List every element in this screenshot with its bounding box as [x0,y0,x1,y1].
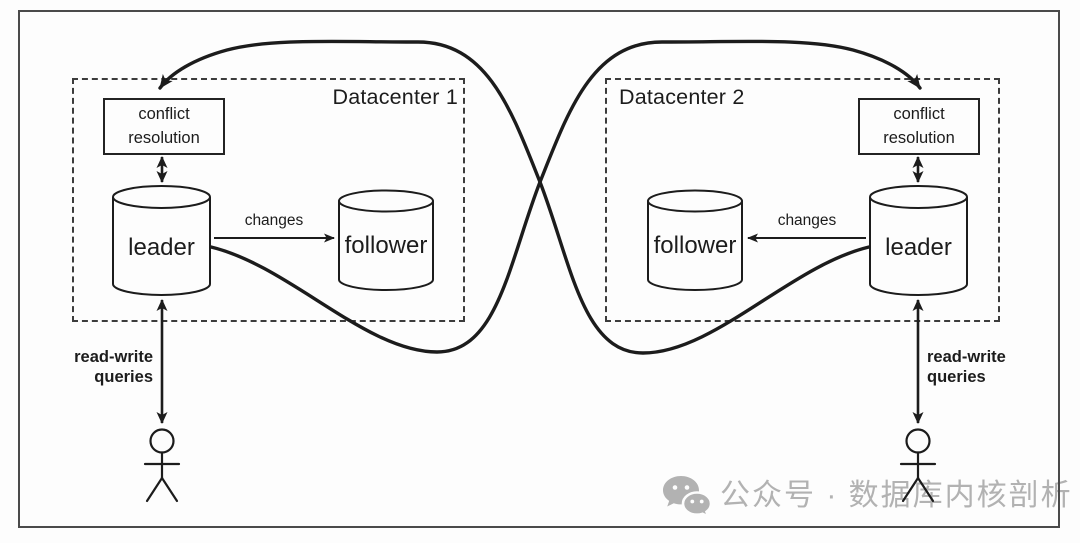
follower-label-1: follower [344,232,428,259]
datacenter2-title: Datacenter 2 [619,85,745,109]
changes-label-2: changes [777,212,837,229]
conflict-resolution-label-2: conflict resolution [883,105,955,147]
conflict-resolution-label-1: conflict resolution [128,105,200,147]
conflict-resolution-box-2: conflict resolution [858,98,980,155]
watermark: 公众号 · 数据库内核剖析 [662,472,1073,520]
follower-label-2: follower [653,232,737,259]
wechat-icon [663,476,712,517]
readwrite-queries-label-1: read-write queries [74,348,153,386]
leader-label-2: leader [885,234,952,261]
readwrite-queries-label-2: read-write queries [927,348,1006,386]
changes-label-1: changes [244,212,304,229]
leader-label-1: leader [128,234,195,261]
conflict-resolution-box-1: conflict resolution [103,98,225,155]
frame-border [18,10,1060,528]
watermark-text: 公众号 · 数据库内核剖析 [720,479,1073,512]
datacenter1-title: Datacenter 1 [332,85,458,109]
